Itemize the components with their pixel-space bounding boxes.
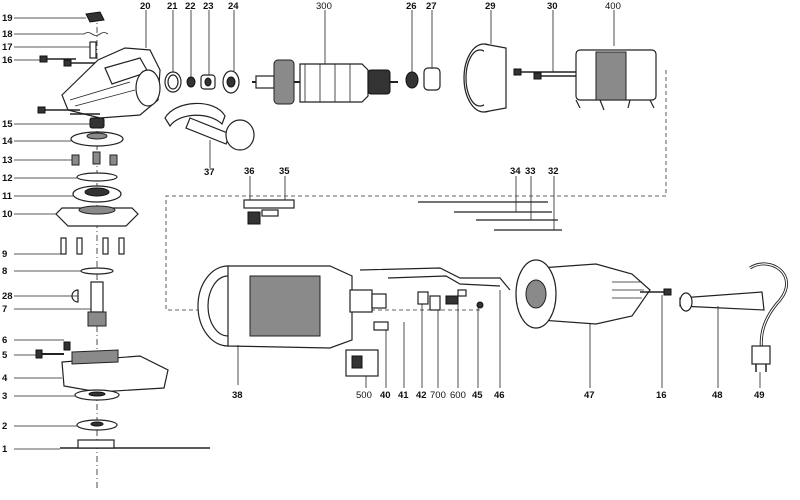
part-7-spindle (87, 281, 107, 327)
part-number-labels: 19 18 17 16 15 14 13 12 11 10 9 8 28 7 6… (2, 1, 765, 455)
part-23-pinion (200, 74, 216, 90)
part-16-screw-right (640, 288, 672, 296)
label-600: 600 (450, 390, 466, 401)
part-13-screws (71, 151, 118, 166)
label-7: 7 (2, 304, 7, 315)
label-14: 14 (2, 136, 13, 147)
label-30: 30 (547, 1, 558, 12)
label-16b: 16 (656, 390, 667, 401)
label-6: 6 (2, 335, 7, 346)
label-38: 38 (232, 390, 243, 401)
bottom-leader-lines (237, 290, 761, 388)
part-21-ring (164, 71, 182, 93)
label-700: 700 (430, 390, 446, 401)
part-46-cables (359, 267, 511, 291)
top-leader-lines (145, 10, 615, 77)
label-42: 42 (416, 390, 427, 401)
label-13: 13 (2, 155, 13, 166)
label-27: 27 (426, 1, 437, 12)
left-leader-lines (14, 17, 91, 450)
part-35-36-brush-holder (243, 199, 295, 225)
part-400-stator (575, 49, 657, 111)
part-29-air-guide (463, 43, 507, 113)
label-41: 41 (398, 390, 409, 401)
part-3-flange (74, 389, 120, 401)
part-5-6-bolt (35, 341, 71, 359)
label-18: 18 (2, 29, 13, 40)
label-32: 32 (548, 166, 559, 177)
part-1-disc (60, 439, 210, 449)
label-5: 5 (2, 350, 8, 361)
part-22-washer (186, 76, 196, 88)
label-46: 46 (494, 390, 505, 401)
part-20-gear-housing (61, 47, 161, 119)
part-37-side-handle (164, 102, 255, 151)
part-27-cap (423, 67, 441, 91)
part-2-nut (76, 419, 118, 431)
label-12: 12 (2, 173, 13, 184)
label-40: 40 (380, 390, 391, 401)
label-34: 34 (510, 166, 521, 177)
label-21: 21 (167, 1, 178, 12)
part-19-slider (85, 11, 105, 23)
label-20: 20 (140, 1, 151, 12)
part-18-spring (83, 32, 109, 36)
part-38-motor-housing (197, 265, 387, 349)
label-500: 500 (356, 390, 372, 401)
part-14-bearing-plate (70, 131, 124, 147)
label-19: 19 (2, 13, 13, 24)
label-3: 3 (2, 391, 7, 402)
label-17: 17 (2, 42, 13, 53)
part-32-34-cables (418, 201, 562, 231)
label-15: 15 (2, 119, 13, 130)
label-2: 2 (2, 421, 7, 432)
part-500-switch (345, 321, 389, 377)
label-47: 47 (584, 390, 595, 401)
label-33: 33 (525, 166, 536, 177)
part-4-guard (61, 349, 169, 393)
label-37: 37 (204, 167, 215, 178)
label-26: 26 (406, 1, 417, 12)
part-9-screws (60, 237, 125, 255)
label-45: 45 (472, 390, 483, 401)
part-12-ring (76, 172, 118, 182)
part-47-rear-housing (515, 259, 651, 329)
part-24-bearing (222, 70, 240, 94)
part-10-flange (55, 205, 139, 227)
part-11-bearing (72, 185, 122, 203)
part-small-electrical (417, 289, 484, 311)
label-400: 400 (605, 1, 621, 12)
label-8: 8 (2, 266, 7, 277)
part-48-cable-sleeve (679, 291, 765, 312)
label-24: 24 (228, 1, 239, 12)
label-49: 49 (754, 390, 765, 401)
label-1: 1 (2, 444, 8, 455)
label-4: 4 (2, 373, 8, 384)
part-49-power-cable (749, 262, 788, 372)
label-29: 29 (485, 1, 496, 12)
label-11: 11 (2, 191, 13, 202)
label-10: 10 (2, 209, 13, 220)
label-48: 48 (712, 390, 723, 401)
label-35: 35 (279, 166, 290, 177)
label-9: 9 (2, 249, 7, 260)
part-8-washer (80, 267, 114, 275)
part-housing-screws (37, 106, 100, 115)
label-23: 23 (203, 1, 214, 12)
label-36: 36 (244, 166, 255, 177)
part-15-nut (89, 117, 105, 129)
part-26-bearing (405, 71, 419, 89)
label-300: 300 (316, 1, 332, 12)
part-300-armature (252, 59, 398, 105)
label-22: 22 (185, 1, 196, 12)
label-16a: 16 (2, 55, 13, 66)
label-28: 28 (2, 291, 13, 302)
part-17-pin (89, 41, 97, 59)
